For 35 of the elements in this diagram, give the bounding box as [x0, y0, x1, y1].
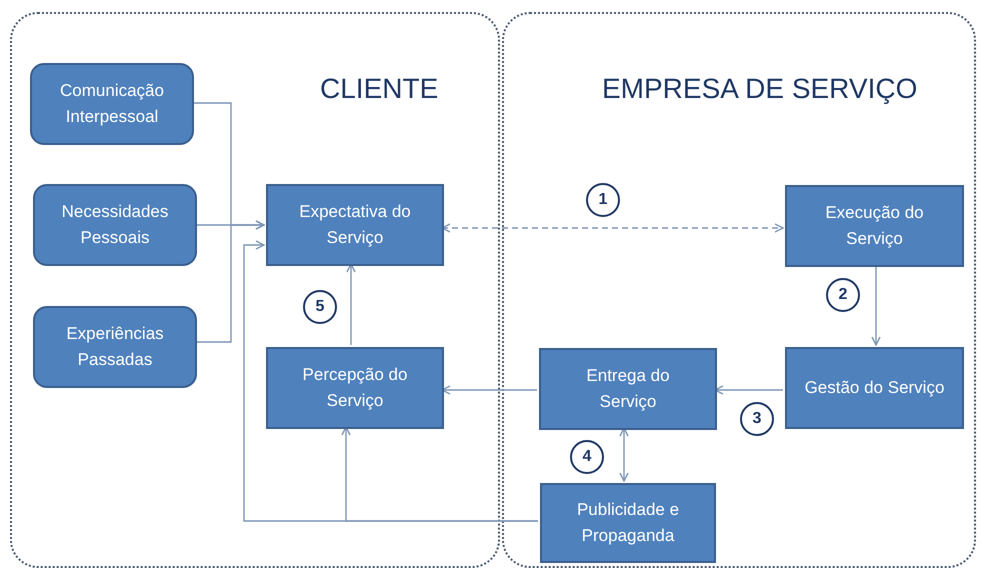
box-label: Necessidades Pessoais — [60, 201, 170, 249]
connector-arrow — [441, 223, 784, 233]
process-box — [785, 347, 964, 429]
process-box — [540, 483, 716, 563]
edge-label: 2 — [826, 278, 860, 312]
box-label: Execução do Serviço — [824, 202, 925, 250]
process-box — [30, 63, 194, 145]
connector-arrow — [195, 220, 265, 343]
group-panel — [10, 12, 500, 568]
process-box — [266, 347, 444, 429]
connector-arrow — [619, 427, 629, 482]
panel-title: EMPRESA DE SERVIÇO — [602, 72, 918, 106]
edge-label: 4 — [570, 440, 604, 474]
edge-label: 5 — [303, 290, 337, 324]
box-label: Comunicação Interpessoal — [59, 80, 165, 128]
box-label: Percepção do Serviço — [302, 364, 408, 412]
process-box — [33, 184, 197, 266]
edge-label: 1 — [586, 183, 620, 217]
panel-title: CLIENTE — [320, 72, 438, 106]
connector-arrow — [346, 263, 356, 345]
connector-arrow — [871, 265, 881, 346]
process-box — [785, 185, 964, 267]
edge-label: 3 — [740, 402, 774, 436]
process-box — [266, 184, 444, 266]
connector-arrow — [243, 240, 538, 522]
box-label: Gestão do Serviço — [804, 377, 944, 399]
box-label: Publicidade e Propaganda — [576, 499, 680, 547]
connector-arrow — [441, 385, 537, 395]
process-box — [33, 306, 197, 388]
connector-arrow — [714, 385, 783, 395]
box-label: Expectativa do Serviço — [298, 201, 412, 249]
box-label: Entrega do Serviço — [585, 365, 671, 413]
group-panel — [502, 12, 976, 568]
process-box — [539, 348, 717, 430]
box-label: Experiências Passadas — [65, 323, 165, 371]
